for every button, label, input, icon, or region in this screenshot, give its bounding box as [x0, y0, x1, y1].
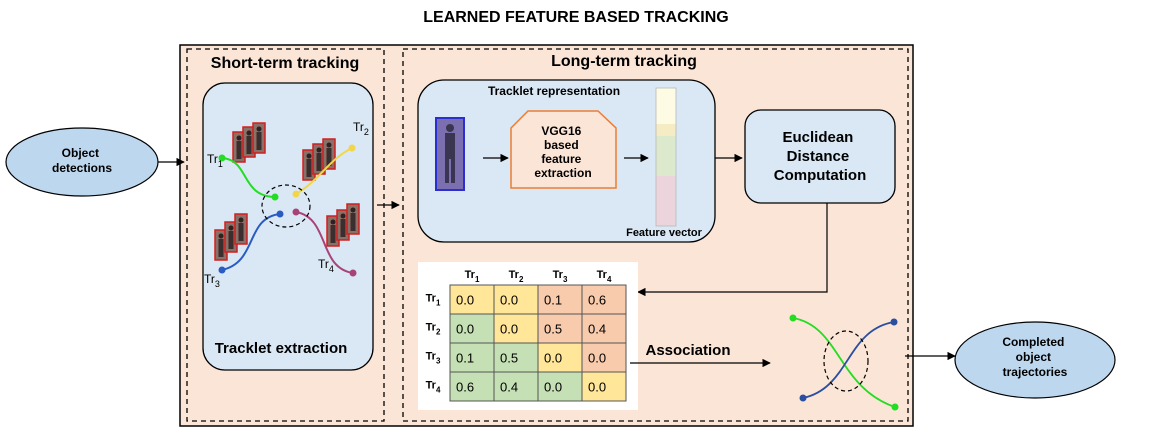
matrix-col-header: Tr4 — [597, 269, 612, 284]
person-thumbnail — [346, 203, 360, 235]
person-thumbnail — [234, 213, 248, 245]
person-detections — [214, 122, 360, 261]
ambiguity-circle — [261, 184, 311, 228]
matrix-cell-value: 0.4 — [500, 380, 518, 395]
tracklet-start-3 — [218, 266, 226, 274]
person-thumbnail — [336, 209, 350, 241]
matrix-cell-value: 0.1 — [544, 293, 562, 308]
matrix-cell-value: 0.0 — [456, 293, 474, 308]
completed-trajectories-label: Completed object trajectories — [1002, 335, 1067, 379]
matrix-row-header: Tr4 — [426, 380, 441, 395]
tracklet-end-2 — [348, 144, 356, 152]
vgg16-box — [510, 110, 617, 189]
resolved-green-end — [891, 403, 899, 411]
matrix-cell — [449, 371, 495, 402]
matrix-cell — [493, 284, 539, 315]
tracklet-start-4 — [292, 208, 300, 216]
person-thumbnail — [214, 229, 228, 261]
matrix-cell — [449, 284, 495, 315]
tracklet-start-1 — [218, 154, 226, 162]
resolved-blue-start — [799, 394, 807, 402]
resolved-crossing-circle — [823, 330, 869, 392]
matrix-cell-value: 0.1 — [456, 351, 474, 366]
long-term-title: Long-term tracking — [551, 53, 697, 70]
tracklet-curve-1 — [221, 157, 276, 198]
matrix-col-header: Tr2 — [509, 269, 524, 284]
euclidean-distance-label: Euclidean Distance Computation — [774, 129, 866, 184]
matrix-cell-value: 0.6 — [456, 380, 474, 395]
matrix-cell — [493, 342, 539, 373]
matrix-cell-value: 0.0 — [544, 380, 562, 395]
person-thumbnail — [252, 122, 266, 154]
tracklet-end-1 — [271, 193, 279, 201]
distance-to-matrix-arrow — [637, 203, 828, 297]
tracklet-label-1: Tr1 — [207, 152, 223, 169]
matrix-cell-value: 0.0 — [500, 293, 518, 308]
tracklet-label-4: Tr4 — [318, 257, 334, 274]
completed-trajectories-node — [954, 321, 1116, 399]
tracklet-label-3: Tr3 — [204, 272, 220, 289]
matrix-cell — [581, 371, 627, 402]
matrix-cell-value: 0.0 — [588, 351, 606, 366]
euclidean-distance-box — [744, 109, 896, 204]
tracklet-curve-4 — [295, 211, 354, 274]
matrix-cell-value: 0.0 — [500, 322, 518, 337]
diagram-title: LEARNED FEATURE BASED TRACKING — [423, 9, 728, 26]
matrix-cell-value: 0.0 — [544, 351, 562, 366]
feature-vector — [655, 87, 677, 227]
matrix-cell-value: 0.5 — [544, 322, 562, 337]
tracklet-extraction-label: Tracklet extraction — [215, 340, 348, 357]
matrix-cell-value: 0.0 — [588, 380, 606, 395]
vgg16-label: VGG16 based feature extraction — [534, 124, 591, 180]
tracklet-representation-title: Tracklet representation — [488, 84, 620, 98]
feature-vector-label: Feature vector — [626, 227, 703, 239]
tracklet-end-3 — [276, 210, 284, 218]
matrix-cell — [493, 371, 539, 402]
resolved-blue-end — [890, 318, 898, 326]
matrix-cell-value: 0.6 — [588, 293, 606, 308]
long-term-box — [402, 48, 909, 422]
matrix-cell — [537, 313, 583, 344]
tracklet-start-2 — [292, 190, 300, 198]
tracklet-end-4 — [349, 269, 357, 277]
matrix-cell-value: 0.0 — [456, 322, 474, 337]
matrix-cell — [581, 284, 627, 315]
short-term-title: Short-term tracking — [211, 55, 359, 72]
matrix-col-header: Tr3 — [553, 269, 568, 284]
matrix-cell — [537, 371, 583, 402]
resolved-trajectory-blue — [802, 321, 895, 399]
person-thumbnail — [232, 131, 246, 163]
matrix-row-header: Tr1 — [426, 293, 441, 308]
person-silhouette — [445, 124, 455, 183]
short-term-box — [186, 48, 385, 422]
person-thumbnail — [326, 215, 340, 247]
matrix-cell — [581, 313, 627, 344]
association-label: Association — [645, 342, 730, 359]
object-detections-label: Object detections — [52, 146, 112, 175]
matrix-cell-value: 0.5 — [500, 351, 518, 366]
matrix-col-header: Tr1 — [465, 269, 480, 284]
matrix-cell-value: 0.4 — [588, 322, 606, 337]
resolved-trajectory-green — [792, 317, 896, 408]
matrix-row-header: Tr2 — [426, 322, 441, 337]
matrix-row-header: Tr3 — [426, 351, 441, 366]
resolved-green-start — [789, 314, 797, 322]
tracklet-curve-3 — [221, 213, 281, 271]
tracklet-label-2: Tr2 — [353, 120, 369, 137]
